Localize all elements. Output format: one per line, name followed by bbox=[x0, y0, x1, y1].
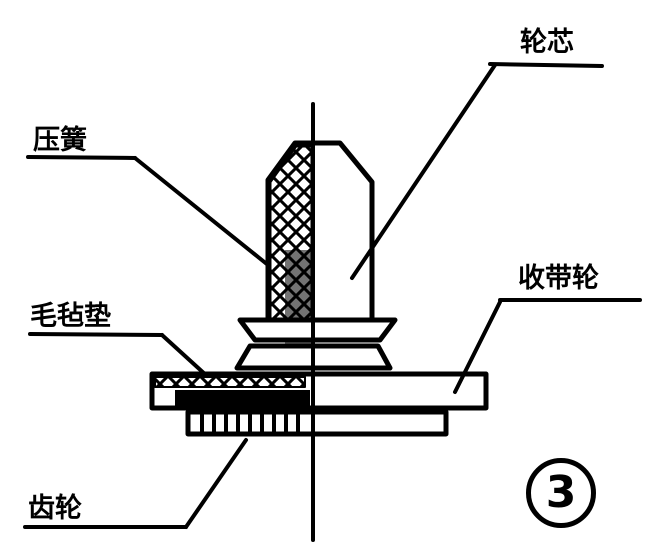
label-takeup-reel: 收带轮 bbox=[518, 263, 599, 294]
gear-teeth bbox=[200, 412, 300, 434]
gear-plate bbox=[185, 409, 449, 437]
upper-flange bbox=[237, 317, 398, 343]
label-wheel-core: 轮芯 bbox=[520, 27, 574, 58]
label-gear: 齿轮 bbox=[28, 493, 82, 524]
figure-number: 3 bbox=[526, 458, 596, 528]
label-pressure-spring: 压簧 bbox=[33, 125, 87, 156]
leader-lines bbox=[23, 62, 642, 529]
label-felt-pad: 毛毡垫 bbox=[30, 301, 111, 332]
felt-pad bbox=[154, 376, 306, 388]
